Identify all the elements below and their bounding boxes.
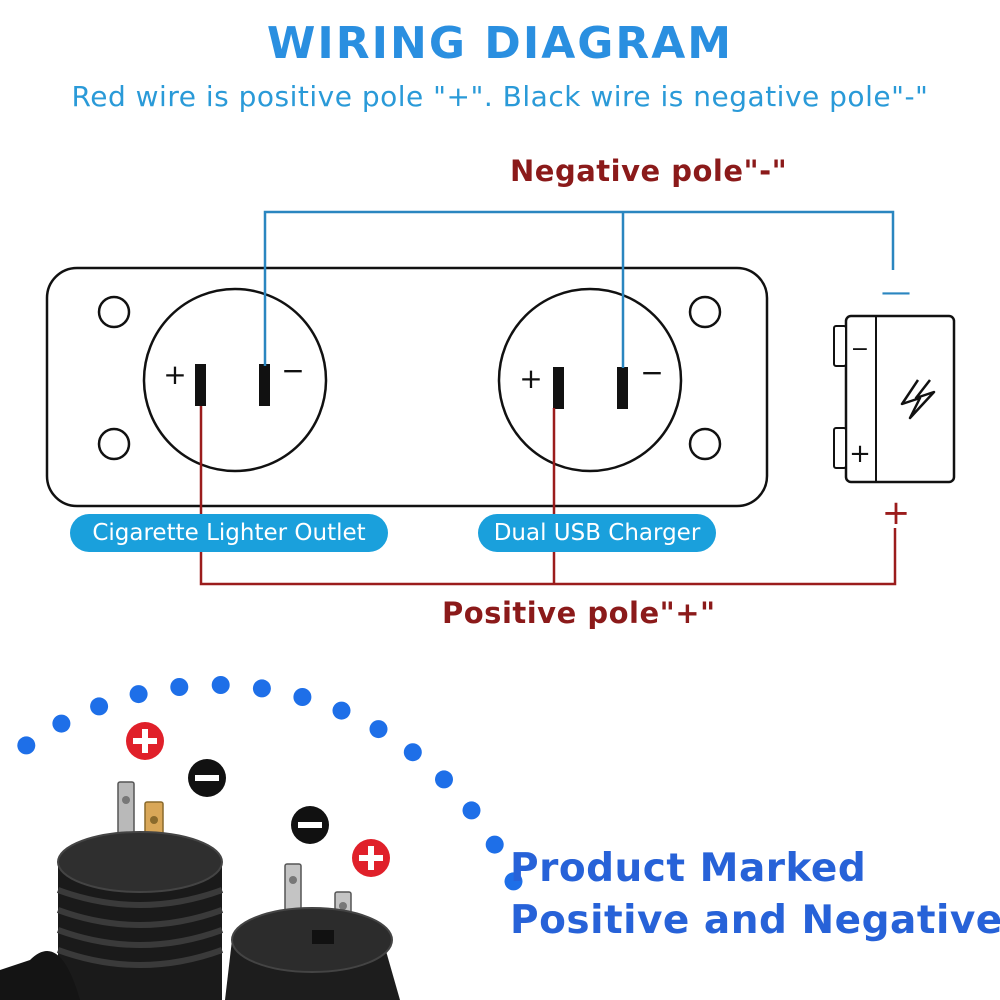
arc-dot	[462, 801, 481, 820]
arc-dot	[90, 697, 109, 716]
battery-minus-terminal-label: −	[851, 337, 869, 362]
screw-hole	[688, 295, 722, 329]
arc-dot	[170, 678, 189, 696]
battery-plus-terminal-label: +	[849, 439, 871, 469]
screw-hole	[688, 427, 722, 461]
arc-dot	[293, 688, 312, 706]
arc-dot	[369, 720, 388, 739]
plus-badge	[352, 839, 390, 877]
dual-usb-charger-label: Dual USB Charger	[478, 514, 716, 552]
minus-badge	[291, 806, 329, 844]
page-subtitle: Red wire is positive pole "+". Black wir…	[71, 80, 929, 113]
dual-usb-socket	[497, 287, 683, 473]
negative-pole-label: Negative pole"-"	[510, 154, 788, 188]
outlet2-plus-sign: +	[519, 362, 542, 395]
arc-dot	[504, 872, 523, 891]
socket-product-photo	[0, 781, 224, 1000]
positive-pole-label: Positive pole"+"	[442, 596, 716, 630]
product-marked-line1: Product Marked	[510, 846, 867, 891]
minus-badge	[188, 759, 226, 797]
cigarette-lighter-outlet-label: Cigarette Lighter Outlet	[70, 514, 388, 552]
arc-dot	[485, 835, 504, 854]
cigarette-lighter-socket	[142, 287, 328, 473]
negative-wire	[263, 210, 895, 366]
positive-wire	[199, 406, 897, 586]
dotted-arc	[17, 676, 523, 891]
outlet1-plus-sign: +	[163, 358, 186, 391]
lightning-icon	[900, 379, 936, 420]
arc-dot	[211, 676, 230, 694]
screw-hole	[97, 427, 131, 461]
screw-hole	[97, 295, 131, 329]
battery-negative-mark: —	[881, 275, 911, 310]
arc-dot	[435, 770, 453, 789]
arc-dot	[52, 714, 71, 733]
page-title: WIRING DIAGRAM	[266, 18, 734, 69]
outlet2-minus-terminal	[617, 367, 628, 409]
arc-dot	[129, 685, 148, 704]
arc-dot	[17, 736, 36, 755]
plus-badge	[126, 722, 164, 760]
outlet1-minus-sign: −	[281, 354, 304, 387]
outlet2-minus-sign: −	[640, 356, 663, 389]
outlet1-minus-terminal	[259, 364, 270, 406]
outlet2-plus-terminal	[553, 367, 564, 409]
arc-dot	[252, 679, 271, 698]
product-marked-line2: Positive and Negative	[510, 898, 1000, 943]
outlet1-plus-terminal	[195, 364, 206, 406]
socket-product-photo	[225, 863, 400, 1000]
arc-dot	[403, 743, 422, 762]
battery-positive-mark: +	[882, 493, 911, 533]
arc-dot	[332, 701, 351, 720]
battery: − +	[833, 314, 956, 484]
